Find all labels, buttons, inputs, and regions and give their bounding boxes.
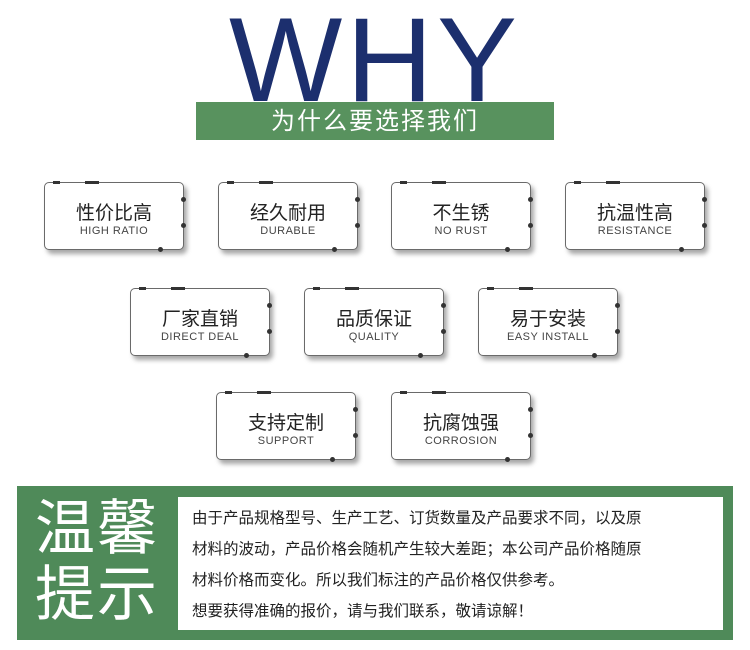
- notice-line: 想要获得准确的报价，请与我们联系，敬请谅解！: [192, 602, 534, 620]
- feature-card-sublabel: DURABLE: [260, 225, 316, 237]
- feature-card-sublabel: NO RUST: [434, 225, 488, 237]
- notice-text-box: 由于产品规格型号、生产工艺、订货数量及产品要求不同，以及原 材料的波动，产品价格…: [178, 497, 723, 630]
- feature-card-sublabel: RESISTANCE: [597, 225, 673, 237]
- feature-card-sublabel: SUPPORT: [257, 435, 315, 447]
- notice-title-line: 提示: [35, 560, 159, 630]
- notice-line: 由于产品规格型号、生产工艺、订货数量及产品要求不同，以及原: [192, 509, 642, 527]
- why-heading: WHY: [229, 0, 521, 127]
- feature-card-label: 支持定制: [247, 412, 324, 434]
- feature-card-sublabel: QUALITY: [348, 331, 400, 343]
- feature-card-label: 抗腐蚀强: [422, 412, 499, 434]
- feature-card-resistance: 抗温性高 RESISTANCE: [565, 181, 707, 252]
- notice-line: 材料的波动，产品价格会随机产生较大差距；本公司产品价格随原: [192, 540, 642, 558]
- notice-line: 材料价格而变化。所以我们标注的产品价格仅供参考。: [192, 571, 565, 589]
- feature-card-no-rust: 不生锈 NO RUST: [391, 181, 533, 252]
- why-subtitle-band: 为什么要选择我们: [196, 102, 554, 140]
- feature-card-corrosion: 抗腐蚀强 CORROSION: [391, 391, 533, 462]
- feature-card-sublabel: DIRECT DEAL: [160, 331, 240, 343]
- notice-title: 温馨 提示: [35, 496, 175, 628]
- feature-card-label: 厂家直销: [161, 308, 238, 330]
- feature-card-sublabel: CORROSION: [424, 435, 498, 447]
- feature-card-direct-deal: 厂家直销 DIRECT DEAL: [130, 287, 272, 358]
- feature-card-label: 不生锈: [432, 202, 490, 224]
- notice-title-line: 温馨: [35, 494, 159, 564]
- feature-card-quality: 品质保证 QUALITY: [304, 287, 446, 358]
- notice-panel: 温馨 提示 由于产品规格型号、生产工艺、订货数量及产品要求不同，以及原 材料的波…: [17, 486, 733, 640]
- feature-card-label: 易于安装: [509, 308, 586, 330]
- feature-card-sublabel: EASY INSTALL: [506, 331, 590, 343]
- feature-card-support: 支持定制 SUPPORT: [216, 391, 358, 462]
- feature-card-label: 抗温性高: [596, 202, 673, 224]
- feature-card-durable: 经久耐用 DURABLE: [218, 181, 360, 252]
- feature-card-sublabel: HIGH RATIO: [79, 225, 149, 237]
- feature-card-high-ratio: 性价比高 HIGH RATIO: [44, 181, 186, 252]
- feature-card-label: 经久耐用: [249, 202, 326, 224]
- feature-card-label: 性价比高: [75, 202, 152, 224]
- feature-card-label: 品质保证: [335, 308, 412, 330]
- feature-card-easy-install: 易于安装 EASY INSTALL: [478, 287, 620, 358]
